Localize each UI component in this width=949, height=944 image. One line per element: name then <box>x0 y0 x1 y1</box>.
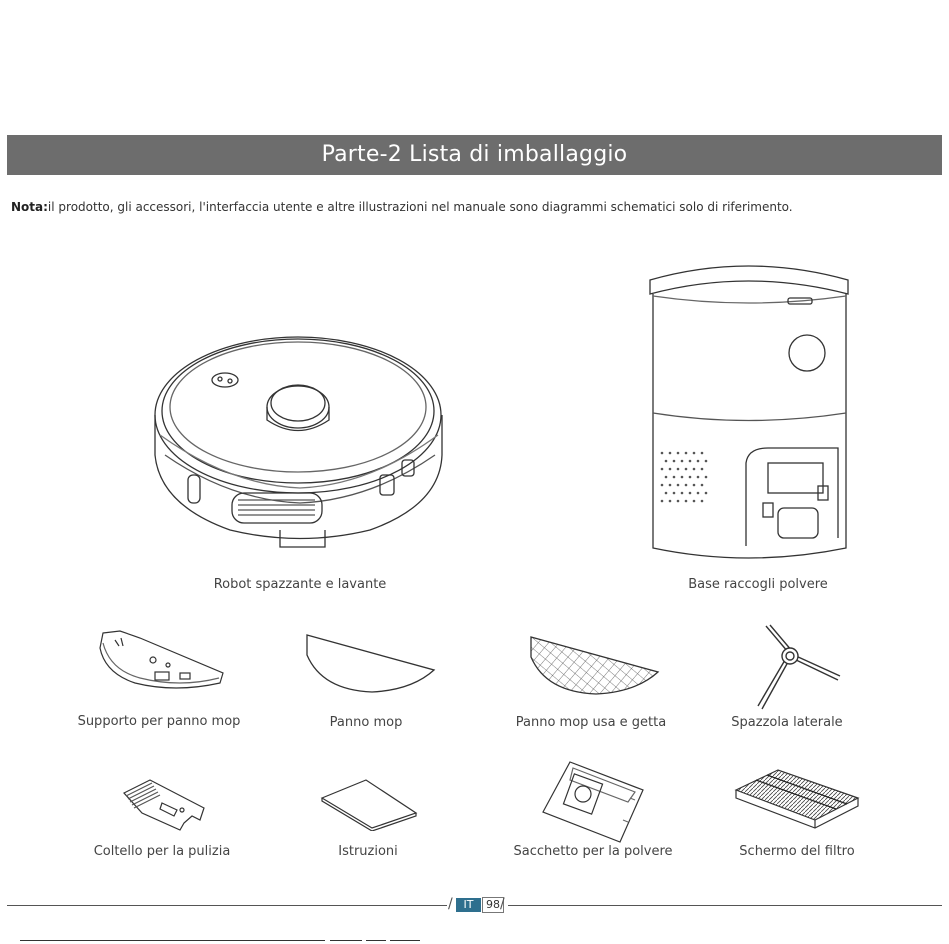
disposable-mop-icon <box>526 632 661 702</box>
cleaning-tool-icon <box>122 778 207 833</box>
slash-right: / <box>500 896 505 912</box>
robot-vacuum-icon <box>150 335 450 555</box>
caption-dust-base: Base raccogli polvere <box>688 577 828 592</box>
manual-icon <box>318 776 418 831</box>
mop-holder-icon <box>95 628 230 698</box>
note: Nota:il prodotto, gli accessori, l'inter… <box>11 200 793 214</box>
caption-manual: Istruzioni <box>338 844 398 859</box>
page-number: / IT 98 / <box>448 896 508 915</box>
slash-left: / <box>448 896 453 912</box>
bottom-rule-c <box>366 940 386 941</box>
filter-icon <box>733 768 861 833</box>
mop-cloth-icon <box>302 630 437 700</box>
caption-cleaning-tool: Coltello per la pulizia <box>93 844 231 859</box>
page-value: 98 <box>482 897 504 913</box>
bottom-rule-d <box>390 940 420 941</box>
bottom-rule-b <box>330 940 362 941</box>
dust-bag-icon <box>540 760 645 845</box>
caption-filter: Schermo del filtro <box>739 844 855 859</box>
caption-side-brush: Spazzola laterale <box>731 715 843 730</box>
caption-disposable-mop: Panno mop usa e getta <box>515 715 667 730</box>
caption-mop-cloth: Panno mop <box>329 715 403 730</box>
lang-badge: IT <box>456 898 481 912</box>
footer-divider-right <box>508 905 942 906</box>
side-brush-icon <box>748 624 843 714</box>
section-title: Parte-2 Lista di imballaggio <box>7 135 942 175</box>
caption-dust-bag: Sacchetto per la polvere <box>513 844 673 859</box>
bottom-rule-a <box>20 940 325 941</box>
caption-robot: Robot spazzante e lavante <box>213 577 387 592</box>
note-text: il prodotto, gli accessori, l'interfacci… <box>47 200 793 214</box>
dust-base-icon <box>648 258 853 568</box>
note-label: Nota: <box>11 200 48 214</box>
caption-mop-holder: Supporto per panno mop <box>77 714 241 729</box>
footer-divider-left <box>7 905 447 906</box>
